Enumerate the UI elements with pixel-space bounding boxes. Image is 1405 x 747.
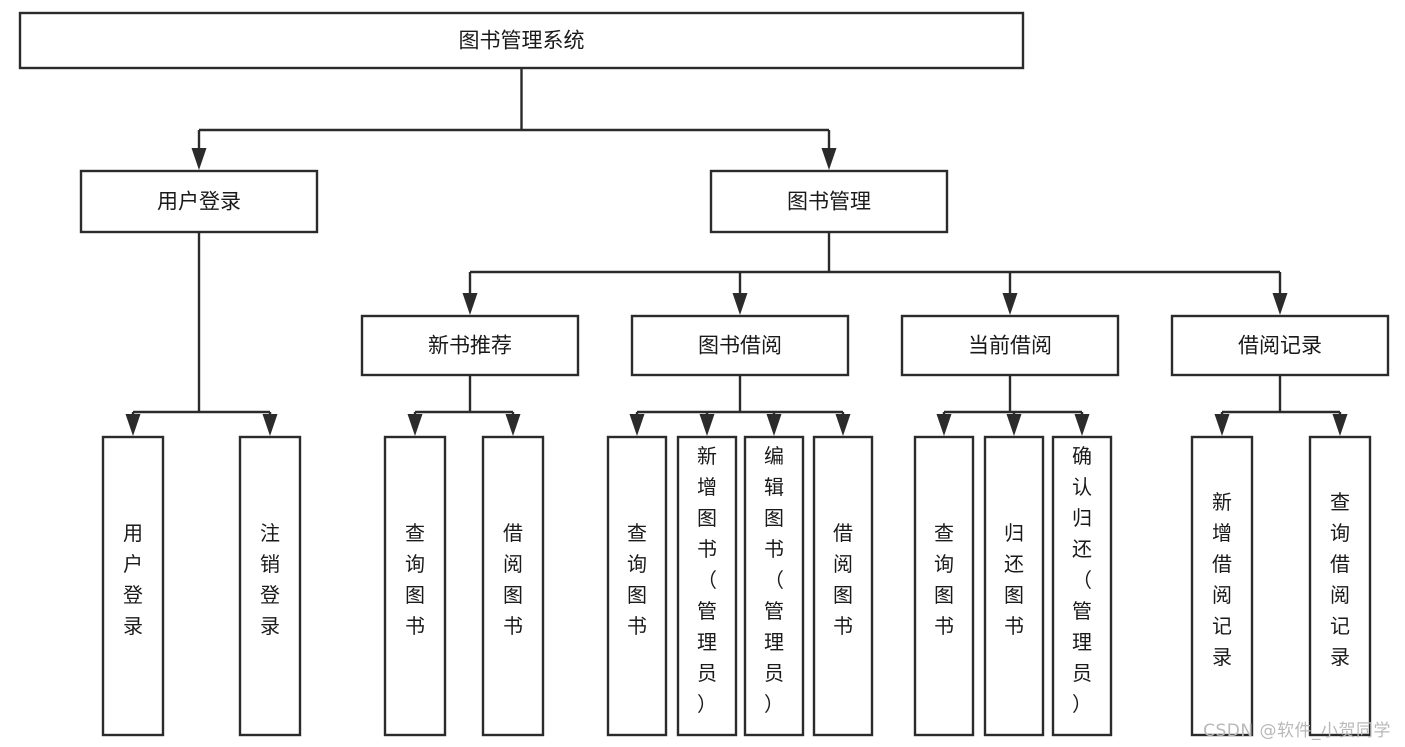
node-label: 查询图书: [934, 521, 954, 638]
node-label: 确认归还（管理员）: [1072, 444, 1092, 716]
node-label: 借阅图书: [833, 521, 853, 638]
node-leaf-logout[interactable]: 注销登录: [238, 435, 302, 737]
node-leaf-add-record[interactable]: 新增借阅记录: [1190, 435, 1254, 737]
node-leaf-borrow-book-1[interactable]: 借阅图书: [481, 435, 545, 737]
node-leaf-confirm-return[interactable]: 确认归还（管理员）: [1051, 435, 1113, 737]
node-borrow-record[interactable]: 借阅记录: [1170, 314, 1390, 377]
node-new-book-rec[interactable]: 新书推荐: [360, 314, 580, 377]
node-leaf-query-book-1[interactable]: 查询图书: [383, 435, 447, 737]
edges-layer: [125, 68, 1348, 436]
node-current-borrow[interactable]: 当前借阅: [900, 314, 1120, 377]
node-label: 图书管理: [787, 190, 871, 214]
node-leaf-query-book-2[interactable]: 查询图书: [606, 435, 668, 737]
node-book-manage[interactable]: 图书管理: [709, 169, 949, 234]
node-leaf-user-login[interactable]: 用户登录: [101, 435, 165, 737]
node-leaf-borrow-book-2[interactable]: 借阅图书: [812, 435, 874, 737]
node-label: 新书推荐: [428, 334, 512, 358]
node-label: 编辑图书（管理员）: [764, 444, 784, 716]
node-label: 注销登录: [260, 521, 280, 638]
node-leaf-query-record[interactable]: 查询借阅记录: [1308, 435, 1372, 737]
watermark-text: CSDN @软件_小贺同学: [1203, 721, 1391, 741]
node-label: 用户登录: [157, 190, 241, 214]
node-label: 当前借阅: [968, 334, 1052, 358]
node-label: 新增借阅记录: [1212, 490, 1232, 669]
nodes-layer: 图书管理系统用户登录图书管理新书推荐图书借阅当前借阅借阅记录用户登录注销登录查询…: [18, 11, 1390, 737]
node-leaf-add-book[interactable]: 新增图书（管理员）: [676, 435, 738, 737]
node-book-borrow[interactable]: 图书借阅: [630, 314, 850, 377]
node-leaf-edit-book[interactable]: 编辑图书（管理员）: [743, 435, 805, 737]
node-user-login[interactable]: 用户登录: [79, 169, 319, 234]
node-label: 新增图书（管理员）: [697, 444, 717, 716]
node-label: 图书管理系统: [459, 29, 585, 53]
node-label: 借阅记录: [1238, 334, 1322, 358]
node-label: 图书借阅: [698, 334, 782, 358]
node-label: 查询借阅记录: [1330, 490, 1350, 669]
node-leaf-return-book[interactable]: 归还图书: [983, 435, 1045, 737]
node-root[interactable]: 图书管理系统: [18, 11, 1025, 70]
node-label: 归还图书: [1004, 521, 1024, 638]
node-label: 查询图书: [405, 521, 425, 638]
node-label: 借阅图书: [503, 521, 523, 638]
node-label: 用户登录: [123, 521, 143, 638]
node-leaf-query-book-3[interactable]: 查询图书: [913, 435, 975, 737]
node-label: 查询图书: [627, 521, 647, 638]
